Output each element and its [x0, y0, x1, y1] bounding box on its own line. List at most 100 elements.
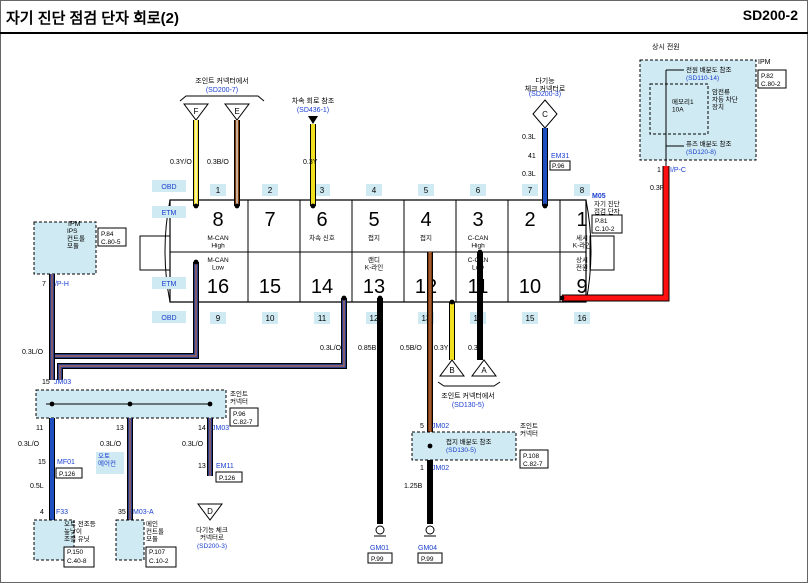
triangle-f-letter: F	[194, 107, 199, 116]
ground1-wire: 0.85B	[358, 345, 377, 352]
ipm-r-ref2t: 퓨즈 배분도 참조	[686, 139, 731, 148]
pin16-dot	[193, 259, 199, 265]
jr-w3: 0.3B	[468, 345, 483, 352]
ipm-left-box	[33, 221, 97, 275]
f33-pin: 4	[40, 509, 44, 516]
ipm-r-coord: C.80-2	[761, 81, 781, 88]
pin12-dot	[377, 295, 383, 301]
jl-dot	[207, 401, 213, 407]
obd-bottom-num: 9	[216, 314, 221, 323]
ground2-page-box	[417, 552, 443, 564]
obd-bottom-num: 10	[266, 314, 275, 323]
ipm-l-page: P.84	[101, 231, 114, 238]
row-label-box	[152, 311, 186, 323]
ground1-page: P.99	[371, 556, 384, 563]
pin8-dot	[193, 203, 199, 209]
pin6-dot	[310, 203, 316, 209]
connector-page-box	[591, 214, 623, 234]
row-label-box	[152, 206, 186, 218]
mf01-wire: 0.5L	[30, 483, 44, 490]
speed-title: 차속 회로 참조	[292, 96, 335, 105]
pin-bottom-12: 12	[415, 276, 437, 298]
f33-box	[33, 519, 75, 561]
obd-top-box	[314, 184, 330, 196]
ground1-conn: GM01	[370, 545, 389, 552]
ipm-r-conn: I/P-C	[670, 167, 686, 174]
tl-bracket	[179, 95, 265, 102]
obd-top-num: 1	[216, 186, 221, 195]
pin-bottom-9: 9	[576, 276, 587, 298]
ipm-r-wire: 0.3R	[650, 185, 665, 192]
jl-w14: 0.3L/O	[182, 441, 204, 448]
jl-w11: 0.3L/O	[18, 441, 40, 448]
ipm-l-page-box	[97, 227, 127, 247]
pin-top-7: 7	[264, 209, 275, 231]
pin-top-desc: 접지	[420, 233, 432, 242]
triangle-c-letter: C	[542, 110, 548, 119]
jr-title: 조인트 커넥터에서	[441, 391, 494, 400]
obd-top-box	[366, 184, 382, 196]
triangle-a	[471, 359, 497, 377]
jl-page: P.96	[233, 411, 246, 418]
connector-coord: C.10-2	[595, 226, 615, 233]
obd-top-box	[522, 184, 538, 196]
ipm-l-name: IPM	[68, 221, 81, 228]
pin-top-5: 5	[368, 209, 379, 231]
ipm-r-ref1: (SD110-14)	[686, 75, 719, 82]
f33-coord: C.40-8	[67, 558, 87, 565]
obd-top-num: 4	[372, 186, 377, 195]
jl-dot	[49, 401, 55, 407]
jl-w13: 0.3L/O	[100, 441, 122, 448]
connector-right-tab	[589, 235, 615, 271]
multi-page-box	[549, 160, 571, 171]
triangle-b-letter: B	[449, 366, 454, 375]
ground2-ring	[425, 525, 435, 535]
triangle-d	[197, 503, 223, 521]
pin-top-desc: 차속 신호	[309, 233, 335, 242]
obd-top-num: 5	[424, 186, 429, 195]
wire-k-line-stripe	[59, 298, 345, 380]
jr-ref2: (SD130-5)	[446, 447, 476, 454]
obd-bottom-num: 11	[318, 314, 327, 323]
tl-wire1: 0.3Y/O	[170, 159, 192, 166]
ground2-conn: GM04	[418, 545, 437, 552]
pin-top-desc: 접지	[368, 233, 380, 242]
speed-arrow	[308, 116, 318, 124]
triangle-b	[439, 359, 465, 377]
obd-bottom-box	[314, 312, 330, 324]
m03a-page: P.107	[149, 549, 166, 556]
wire-red	[562, 166, 669, 301]
obd-top-box	[262, 184, 278, 196]
obd-top-num: 6	[476, 186, 481, 195]
jr-coord: C.82-7	[523, 461, 543, 468]
ipm-r-page: P.82	[761, 73, 774, 80]
jr-pin2: 1	[420, 465, 424, 472]
obd-bottom-num: 12	[370, 314, 379, 323]
m03a-coord: C.10-2	[149, 558, 169, 565]
jl-p14conn: JM03	[212, 425, 229, 432]
jl-p13: 13	[116, 425, 124, 432]
row-label: OBD	[161, 184, 176, 191]
tl-ref: (SD200-7)	[206, 87, 238, 94]
ipm-r-name: IPM	[758, 59, 771, 66]
pin-bottom-15: 15	[259, 276, 281, 298]
ipm-r-ref2: (SD120-8)	[686, 149, 716, 156]
obd-top-box	[574, 184, 590, 196]
pin-top-2: 2	[524, 209, 535, 231]
jr-conn: JM02	[432, 423, 449, 430]
pin-top-4: 4	[420, 209, 431, 231]
multi-pin: 41	[528, 153, 536, 160]
row-label-box	[152, 277, 186, 289]
multi-conn: EM31	[551, 153, 569, 160]
pin9-dot	[559, 295, 565, 301]
obd-top-num: 7	[528, 186, 533, 195]
